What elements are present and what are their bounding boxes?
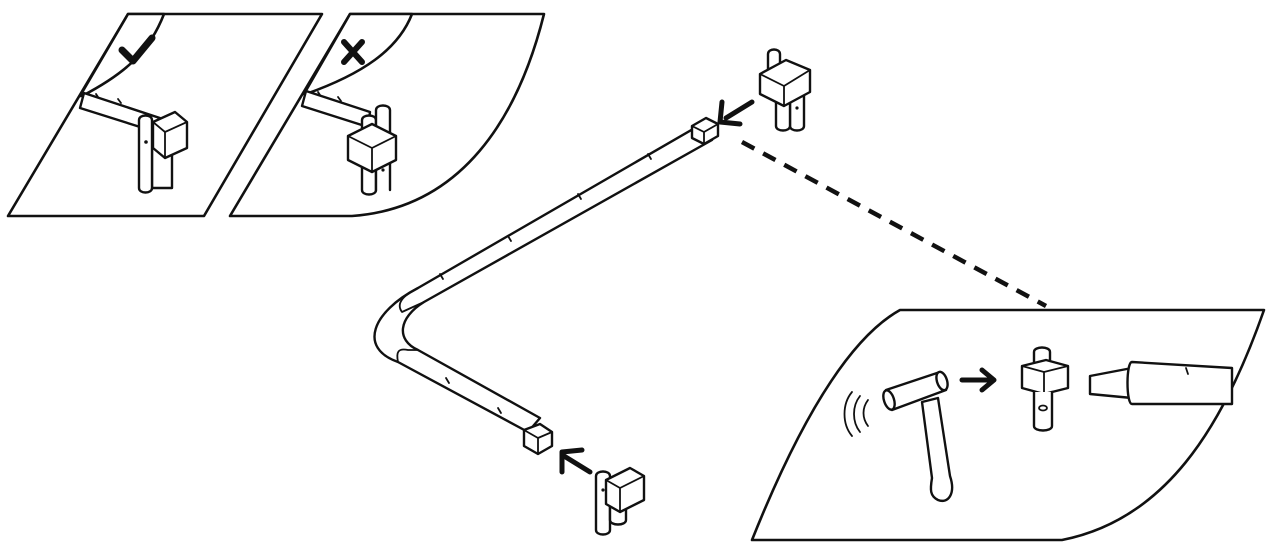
pin-hole-marks	[439, 153, 652, 414]
incorrect-panel	[228, 12, 546, 218]
callout-dashed-line	[740, 140, 1048, 308]
tap-motion-marks	[843, 391, 869, 437]
cross-icon	[341, 39, 365, 65]
arrow-icon	[559, 447, 593, 475]
bent-frame-tube	[373, 116, 720, 456]
arrow-icon	[959, 367, 997, 393]
connector-detail	[1020, 346, 1070, 432]
checkmark-icon	[118, 34, 156, 65]
connector-incorrect	[346, 104, 398, 196]
connector-top	[758, 48, 812, 132]
frame-tube-end-detail	[1088, 360, 1234, 406]
correct-panel	[6, 12, 324, 218]
connector-correct	[137, 110, 189, 194]
rubber-mallet-icon	[843, 370, 954, 503]
connector-bottom	[594, 466, 646, 536]
detail-panel	[750, 308, 1266, 542]
arrow-icon	[717, 99, 755, 127]
frame-tube-segment	[300, 89, 372, 129]
